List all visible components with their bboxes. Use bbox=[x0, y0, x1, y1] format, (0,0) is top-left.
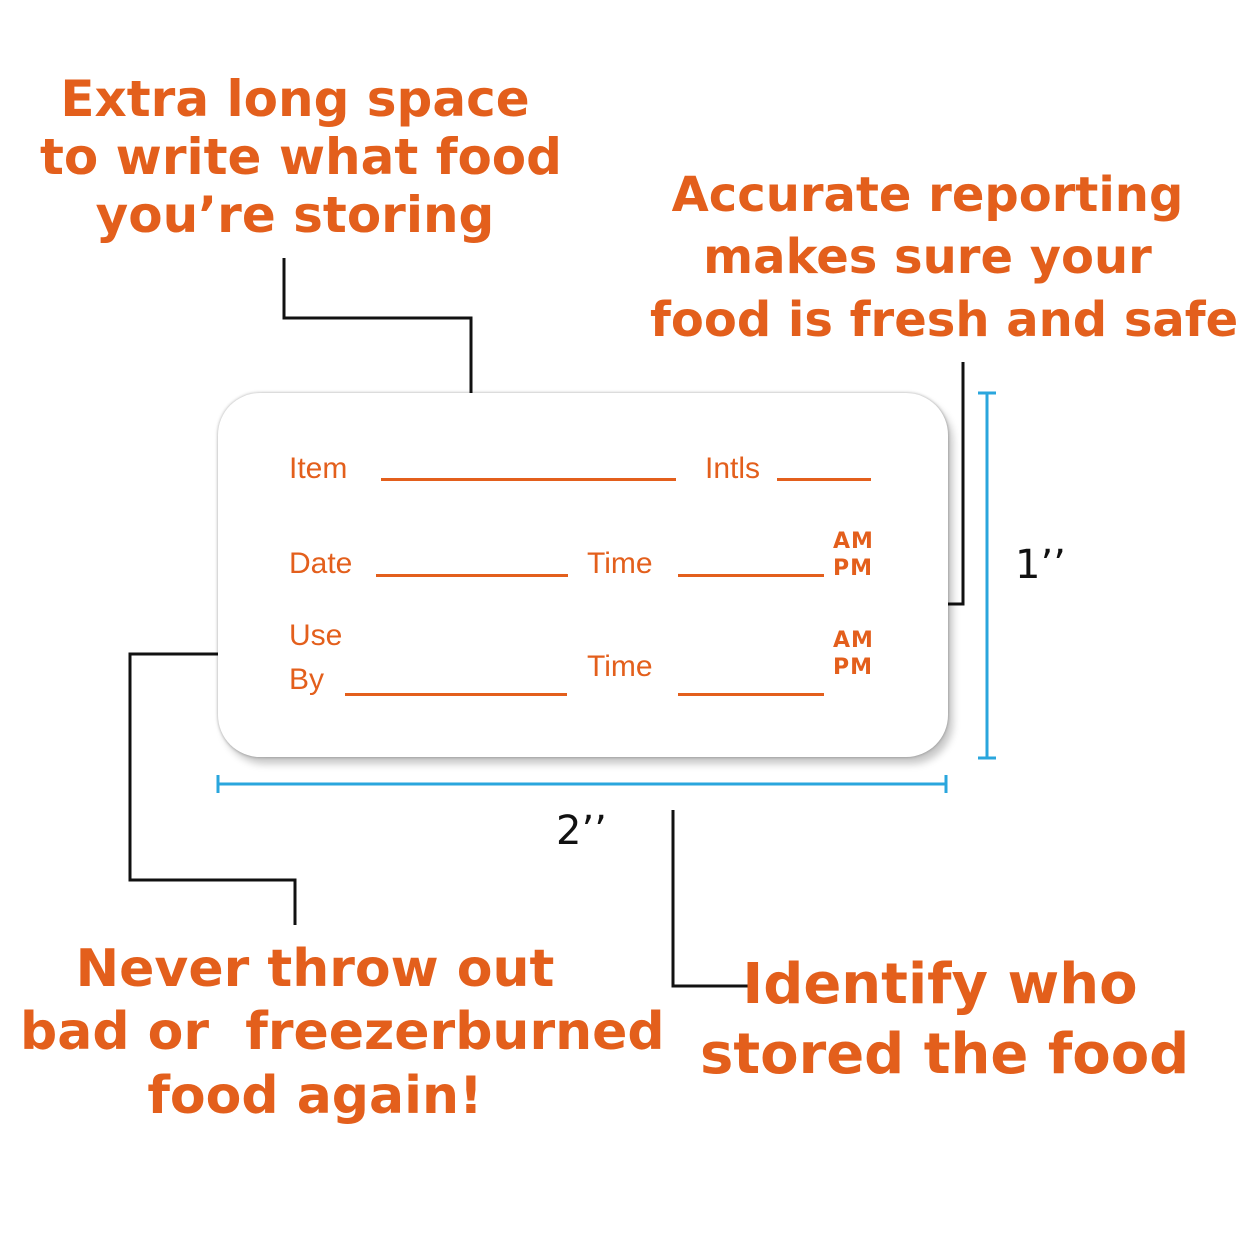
date-blank bbox=[376, 574, 568, 577]
leader-line-use-by bbox=[128, 652, 297, 925]
callout-identify: Identify who stored the food bbox=[700, 950, 1190, 1090]
callout-line: food again! bbox=[147, 1065, 483, 1126]
width-dimension-line bbox=[216, 775, 948, 793]
time-label: Time bbox=[587, 650, 653, 683]
time-label: Time bbox=[587, 547, 653, 580]
initials-blank bbox=[777, 478, 871, 481]
callout-line: Accurate reporting bbox=[671, 167, 1184, 223]
callout-line: to write what food bbox=[40, 128, 562, 186]
callout-line: food is fresh and safe! bbox=[650, 291, 1242, 348]
food-label: Item Intls Date Time AM PM Use By Time A… bbox=[218, 393, 948, 757]
callout-line: stored the food bbox=[700, 1022, 1190, 1087]
item-blank bbox=[381, 478, 676, 481]
time-blank bbox=[678, 693, 824, 696]
leader-line-item bbox=[282, 258, 473, 442]
item-label: Item bbox=[289, 452, 348, 485]
by-label: By bbox=[289, 663, 325, 696]
use-by-blank bbox=[345, 693, 567, 696]
pm-text: PM bbox=[833, 655, 874, 680]
callout-never-throw-out: Never throw out bad or freezerburned foo… bbox=[20, 938, 665, 1128]
callout-line: you’re storing bbox=[95, 186, 495, 244]
callout-line: makes sure your bbox=[703, 229, 1152, 286]
callout-accurate-reporting: Accurate reporting makes sure your food … bbox=[650, 164, 1242, 351]
leader-line-identify bbox=[671, 810, 748, 988]
time-blank bbox=[678, 574, 824, 577]
callout-line: bad or freezerburned bbox=[20, 1002, 665, 1063]
am-text: AM bbox=[833, 529, 874, 554]
width-dimension-label: 2’’ bbox=[556, 808, 607, 854]
callout-line: Extra long space bbox=[60, 70, 530, 128]
height-dimension-line bbox=[978, 391, 996, 760]
callout-line: Never throw out bbox=[75, 939, 555, 999]
height-dimension-label: 1’’ bbox=[1015, 542, 1066, 588]
date-label: Date bbox=[289, 547, 353, 580]
use-label: Use bbox=[289, 619, 343, 652]
ampm-marker: AM PM bbox=[833, 528, 874, 582]
ampm-marker: AM PM bbox=[833, 627, 874, 681]
pm-text: PM bbox=[833, 556, 874, 581]
callout-item-space: Extra long space to write what food you’… bbox=[40, 70, 562, 244]
initials-label: Intls bbox=[705, 452, 761, 485]
am-text: AM bbox=[833, 628, 874, 653]
callout-line: Identify who bbox=[742, 952, 1138, 1017]
